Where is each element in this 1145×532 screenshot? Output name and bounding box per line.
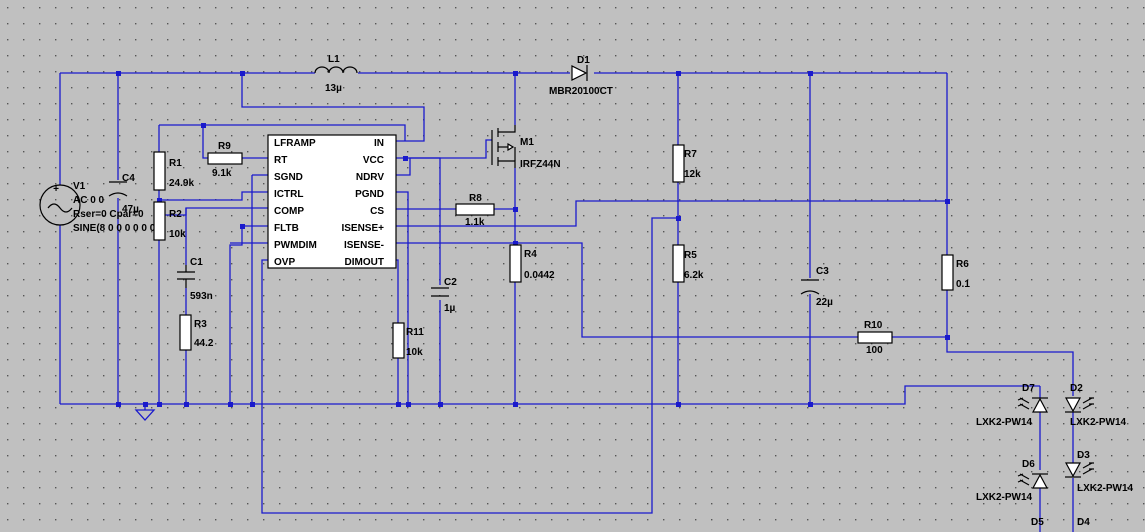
- d7-ref: D7: [1022, 383, 1035, 394]
- m1-ref: M1: [520, 137, 534, 148]
- ground-symbol[interactable]: [134, 404, 156, 421]
- resistor-r3[interactable]: R3 44.2: [179, 314, 214, 351]
- r8-value: 1.1k: [465, 217, 485, 228]
- resistor-r1[interactable]: R1 24.9k: [153, 151, 194, 191]
- r10-ref: R10: [864, 320, 883, 331]
- capacitor-c2[interactable]: C2 1µ: [431, 277, 457, 314]
- d6-value: LXK2-PW14: [976, 492, 1033, 503]
- r2-ref: R2: [169, 209, 182, 220]
- r3-value: 44.2: [194, 338, 214, 349]
- resistor-r7[interactable]: R7 12k: [672, 144, 701, 183]
- d1-ref: D1: [577, 55, 590, 66]
- resistor-r9[interactable]: R9 9.1k: [207, 141, 243, 179]
- pin-isense-plus: ISENSE+: [341, 223, 384, 234]
- capacitor-c4[interactable]: C4 47µ: [108, 173, 139, 215]
- r6-ref: R6: [956, 259, 969, 270]
- r2-value: 10k: [169, 229, 186, 240]
- pin-in: IN: [374, 138, 384, 149]
- pin-ictrl: ICTRL: [274, 189, 303, 200]
- capacitor-c3[interactable]: C3 22µ: [800, 266, 833, 308]
- c1-value: 593n: [190, 291, 213, 302]
- c2-ref: C2: [444, 277, 457, 288]
- pin-vcc: VCC: [363, 155, 384, 166]
- pin-pwmdim: PWMDIM: [274, 240, 317, 251]
- pin-lframp: LFRAMP: [274, 138, 316, 149]
- d3-ref: D3: [1077, 450, 1090, 461]
- r8-ref: R8: [469, 193, 482, 204]
- d6-ref: D6: [1022, 459, 1035, 470]
- pin-ovp: OVP: [274, 257, 295, 268]
- l1-ref: L1: [328, 54, 340, 65]
- r4-value: 0.0442: [524, 270, 555, 281]
- led-d3[interactable]: D3 LXK2-PW14: [1064, 450, 1134, 494]
- d2-ref: D2: [1070, 383, 1083, 394]
- resistor-r2[interactable]: R2 10k: [153, 201, 186, 241]
- v1-line-2: Rser=0 Cpar=0: [73, 209, 144, 220]
- pin-rt: RT: [274, 155, 287, 166]
- r5-ref: R5: [684, 250, 697, 261]
- v1-line-1: AC 0 0: [73, 195, 105, 206]
- pin-dimout: DIMOUT: [345, 257, 384, 268]
- pin-cs: CS: [370, 206, 384, 217]
- led-d6[interactable]: D6 LXK2-PW14: [976, 459, 1049, 503]
- r7-value: 12k: [684, 169, 701, 180]
- led-d4[interactable]: D4: [1077, 517, 1090, 528]
- resistor-r8[interactable]: R8 1.1k: [455, 193, 495, 228]
- c3-value: 22µ: [816, 297, 833, 308]
- resistor-r6[interactable]: R6 0.1: [941, 254, 970, 291]
- pin-comp: COMP: [274, 206, 304, 217]
- c2-value: 1µ: [444, 303, 456, 314]
- led-d2[interactable]: D2 LXK2-PW14: [1064, 383, 1127, 428]
- r9-ref: R9: [218, 141, 231, 152]
- c4-ref: C4: [122, 173, 135, 184]
- d5-ref: D5: [1031, 517, 1044, 528]
- r4-ref: R4: [524, 249, 537, 260]
- pin-pgnd: PGND: [355, 189, 384, 200]
- pin-fltb: FLTB: [274, 223, 299, 234]
- controller-ic[interactable]: LFRAMP RT SGND ICTRL COMP FLTB PWMDIM OV…: [267, 134, 397, 269]
- r7-ref: R7: [684, 149, 697, 160]
- r6-value: 0.1: [956, 279, 970, 290]
- r9-value: 9.1k: [212, 168, 232, 179]
- d7-value: LXK2-PW14: [976, 417, 1033, 428]
- c1-ref: C1: [190, 257, 203, 268]
- resistor-r10[interactable]: R10 100: [857, 320, 893, 356]
- led-d7[interactable]: D7 LXK2-PW14: [976, 383, 1049, 428]
- l1-value: 13µ: [325, 83, 342, 94]
- svg-text:+: +: [53, 184, 59, 195]
- r1-value: 24.9k: [169, 178, 194, 189]
- resistor-r5[interactable]: R5 6.2k: [672, 244, 704, 283]
- c4-value: 47µ: [122, 204, 139, 215]
- v1-ref: V1: [73, 181, 86, 192]
- source-v1[interactable]: + V1 AC 0 0 Rser=0 Cpar=0 SINE(8 0 0 0 0…: [39, 181, 159, 234]
- r11-ref: R11: [406, 327, 424, 338]
- resistor-r11[interactable]: R11 10k: [392, 322, 424, 359]
- d3-value: LXK2-PW14: [1077, 483, 1134, 494]
- inductor-l1[interactable]: L1 13µ: [314, 54, 358, 94]
- r10-value: 100: [866, 345, 883, 356]
- wires: [59, 72, 1074, 532]
- resistor-r4[interactable]: R4 0.0442: [509, 244, 555, 283]
- r11-value: 10k: [406, 347, 423, 358]
- d1-value: MBR20100CT: [549, 86, 613, 97]
- pin-sgnd: SGND: [274, 172, 303, 183]
- d2-value: LXK2-PW14: [1070, 417, 1127, 428]
- capacitor-c1[interactable]: C1 593n: [177, 257, 213, 302]
- led-d5[interactable]: D5: [1031, 517, 1044, 528]
- pin-isense-minus: ISENSE-: [344, 240, 384, 251]
- r1-ref: R1: [169, 158, 182, 169]
- r3-ref: R3: [194, 319, 207, 330]
- pin-ndrv: NDRV: [356, 172, 384, 183]
- diode-d1[interactable]: D1 MBR20100CT: [549, 55, 613, 97]
- c3-ref: C3: [816, 266, 829, 277]
- r5-value: 6.2k: [684, 270, 704, 281]
- mosfet-m1[interactable]: M1 IRFZ44N: [491, 125, 561, 170]
- m1-value: IRFZ44N: [520, 159, 561, 170]
- d4-ref: D4: [1077, 517, 1090, 528]
- v1-line-3: SINE(8 0 0 0 0 0 0): [73, 223, 159, 234]
